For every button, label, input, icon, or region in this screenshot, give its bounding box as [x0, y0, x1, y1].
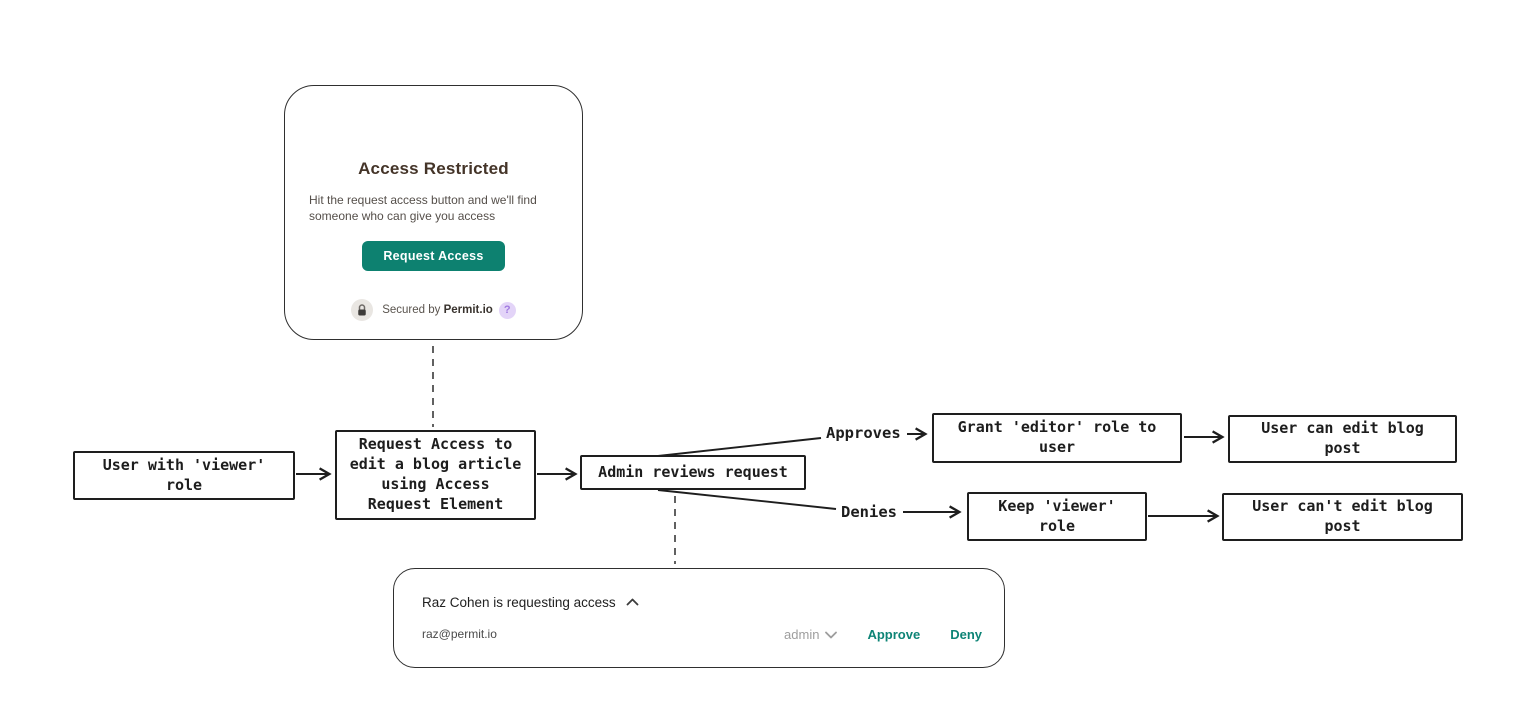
edge-label-denies: Denies	[841, 503, 897, 521]
access-restricted-card: Access Restricted Hit the request access…	[284, 85, 583, 340]
access-request-review-card: Raz Cohen is requesting access raz@permi…	[393, 568, 1005, 668]
chevron-up-icon[interactable]	[626, 593, 639, 611]
access-card-title: Access Restricted	[358, 159, 509, 178]
flow-node-request-access: Request Access to edit a blog article us…	[335, 430, 536, 520]
lock-icon	[351, 299, 374, 322]
request-detail-row: raz@permit.io admin Approve Deny	[422, 623, 982, 645]
secured-brand: Permit.io	[443, 304, 493, 317]
role-select[interactable]: admin	[784, 626, 838, 642]
flow-node-admin-reviews: Admin reviews request	[580, 455, 806, 490]
secured-by-text: Secured by Permit.io	[382, 304, 493, 316]
deny-button[interactable]: Deny	[950, 626, 982, 642]
edge-label-approves: Approves	[826, 424, 901, 442]
secured-by-row: Secured by Permit.io ?	[285, 299, 582, 322]
flow-node-cannot-edit: User can't edit blog post	[1222, 493, 1463, 541]
flow-node-user-viewer: User with 'viewer' role	[73, 451, 295, 500]
access-card-description: Hit the request access button and we'll …	[309, 193, 537, 224]
request-header-text: Raz Cohen is requesting access	[422, 594, 616, 610]
requester-email: raz@permit.io	[422, 627, 497, 641]
approve-button[interactable]: Approve	[867, 626, 921, 642]
request-actions: admin Approve Deny	[784, 627, 982, 642]
chevron-down-icon	[825, 627, 838, 642]
secured-prefix: Secured by	[382, 304, 441, 317]
flow-node-keep-viewer: Keep 'viewer' role	[967, 492, 1147, 541]
help-icon[interactable]: ?	[498, 301, 516, 319]
flow-node-can-edit: User can edit blog post	[1228, 415, 1457, 463]
role-select-value: admin	[784, 626, 820, 642]
request-access-button[interactable]: Request Access	[362, 241, 505, 272]
flow-node-grant-editor: Grant 'editor' role to user	[932, 413, 1182, 463]
request-header-toggle[interactable]: Raz Cohen is requesting access	[422, 593, 639, 611]
